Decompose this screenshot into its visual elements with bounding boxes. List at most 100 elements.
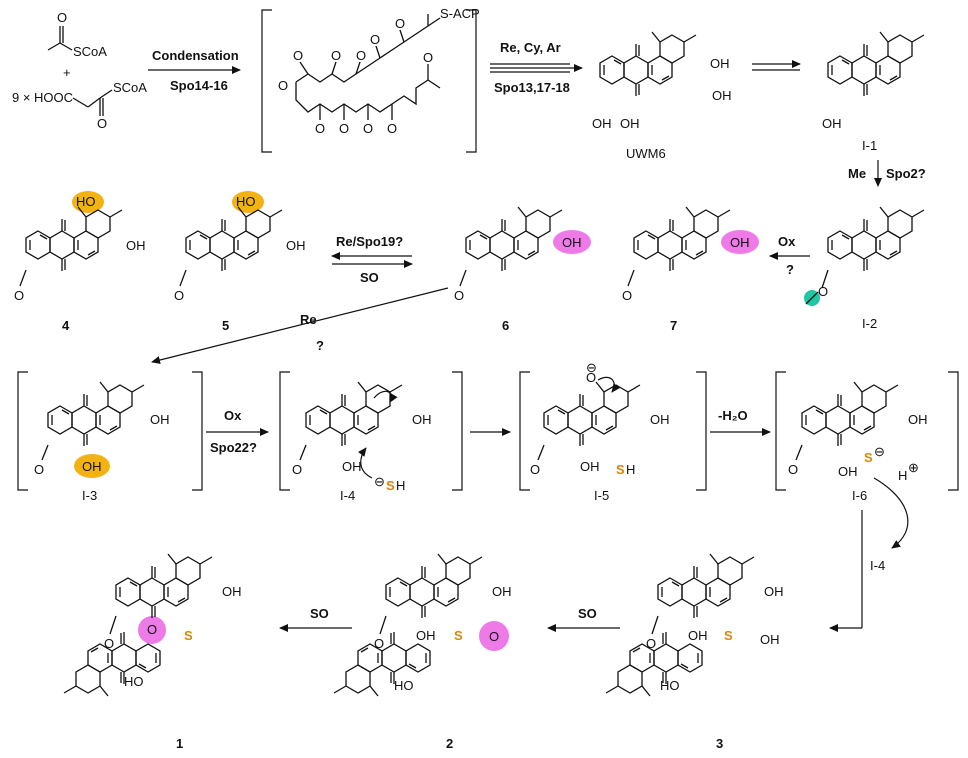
arrow-so-2-to-1: SO — [279, 606, 352, 632]
spo2-label: Spo2? — [886, 166, 926, 181]
c7-label: 7 — [670, 318, 677, 333]
o-1: O — [278, 78, 288, 93]
acetyl-o: O — [57, 10, 67, 25]
c3-label: 3 — [716, 736, 723, 751]
i4-label: I-4 — [340, 488, 355, 503]
highlight-o-1 — [138, 616, 166, 644]
i6-o: O — [788, 462, 798, 477]
c1-ho: HO — [124, 674, 144, 689]
c2-o-me: O — [374, 636, 384, 651]
o-2: O — [293, 48, 303, 63]
i3-oh: OH — [150, 412, 170, 427]
uwm6-oh-2: OH — [620, 116, 640, 131]
i1-label: I-1 — [862, 138, 877, 153]
o-8: O — [339, 121, 349, 136]
uwm6-label: UWM6 — [626, 146, 666, 161]
c5-label: 5 — [222, 318, 229, 333]
i6-label: I-6 — [852, 488, 867, 503]
i4-h: H — [396, 478, 405, 493]
c6-label: 6 — [502, 318, 509, 333]
minus-h2o-label: -H₂O — [718, 408, 748, 423]
highlight-ho-4 — [72, 191, 104, 213]
i6-h: H — [898, 468, 907, 483]
i4-structure: OH OH O S H ⊖ I-4 — [279, 371, 463, 503]
re-label: Re — [300, 312, 317, 327]
re-qmark: ? — [316, 338, 324, 353]
spo22-label: Spo22? — [210, 440, 257, 455]
i5-structure: OH OH O S H O ⊖ I-5 — [519, 360, 707, 503]
re-spo19-label: Re/Spo19? — [336, 234, 403, 249]
so-3-label: SO — [578, 606, 597, 621]
i5-oh-c10: OH — [580, 459, 600, 474]
so-2-label: SO — [310, 606, 329, 621]
c6-oh: OH — [562, 235, 582, 250]
malonyl-coa: 9 × HOOC O SCoA — [12, 80, 147, 131]
polyketide-intermediate: O O O O O O O O O O O S-ACP — [261, 6, 480, 153]
i5-oh: OH — [650, 412, 670, 427]
highlight-oh-7 — [721, 230, 759, 254]
ox-q-label: Ox — [778, 234, 796, 249]
c7-o: O — [622, 288, 632, 303]
condensation-label: Condensation — [152, 48, 239, 63]
i3-oh-c10: OH — [82, 459, 102, 474]
plus-sign: + — [63, 65, 71, 80]
compound-2: OH OH S O O HO 2 — [333, 553, 512, 751]
me-label: Me — [848, 166, 866, 181]
c2-ho: HO — [394, 678, 414, 693]
arrow-dehydration: -H₂O — [710, 408, 771, 436]
c3-o-me: O — [646, 636, 656, 651]
i6-s-charge: ⊖ — [874, 444, 885, 459]
c3-ho: HO — [660, 678, 680, 693]
i2-o: O — [818, 284, 828, 299]
c3-oh-c10: OH — [688, 628, 708, 643]
c5-ho: HO — [236, 194, 256, 209]
i5-sh-h: H — [626, 462, 635, 477]
o-9: O — [363, 121, 373, 136]
i4-attack-label: I-4 — [870, 558, 885, 573]
i6-structure: OH OH O S ⊖ H ⊕ I-6 — [775, 371, 959, 503]
i6-h-charge: ⊕ — [908, 460, 919, 475]
i6-s: S — [864, 450, 873, 465]
c6-o: O — [454, 288, 464, 303]
i3-structure: OH OH O I-3 — [17, 371, 203, 503]
malonyl-o: O — [97, 116, 107, 131]
malonyl-prefix: 9 × HOOC — [12, 90, 73, 105]
c2-o-ring: O — [489, 629, 499, 644]
acetyl-coa: O SCoA + — [47, 10, 107, 80]
o-11: O — [423, 50, 433, 65]
o-7: O — [315, 121, 325, 136]
ox-qmark: ? — [786, 262, 794, 277]
i4-oh: OH — [412, 412, 432, 427]
arrow-condensation: Condensation Spo14-16 — [148, 48, 241, 93]
c2-label: 2 — [446, 736, 453, 751]
compound-7: OH O 7 — [622, 206, 759, 333]
i5-s: S — [616, 462, 625, 477]
arrow-re-cy-ar: Re, Cy, Ar Spo13,17-18 — [490, 40, 583, 95]
compound-1: OH O S O HO 1 — [63, 553, 242, 751]
arrow-re-spo19: Re/Spo19? SO — [331, 234, 413, 285]
arrow-ox-spo22: Ox Spo22? — [206, 408, 269, 455]
arrow-i6-to-3: I-4 — [829, 477, 909, 632]
arrow-methylation: Me Spo2? — [848, 160, 926, 187]
c1-oh: OH — [222, 584, 242, 599]
i1-structure: OH I-1 — [822, 31, 925, 153]
c4-oh: OH — [126, 238, 146, 253]
i3-label: I-3 — [82, 488, 97, 503]
c1-o-ring: O — [147, 622, 157, 637]
i4-o: O — [292, 462, 302, 477]
i1-oh: OH — [822, 116, 842, 131]
c5-o: O — [174, 288, 184, 303]
highlight-oh-i3 — [74, 454, 110, 478]
i5-charge: ⊖ — [586, 360, 597, 375]
c2-s: S — [454, 628, 463, 643]
arrow-uwm6-to-i1 — [752, 60, 801, 71]
compound-5: HO OH O 5 — [174, 191, 306, 333]
i3-o: O — [34, 462, 44, 477]
o-10: O — [387, 121, 397, 136]
o-4: O — [356, 48, 366, 63]
i6-oh: OH — [908, 412, 928, 427]
i5-o-minus: O — [586, 370, 596, 385]
c5-oh: OH — [286, 238, 306, 253]
ox-label: Ox — [224, 408, 242, 423]
